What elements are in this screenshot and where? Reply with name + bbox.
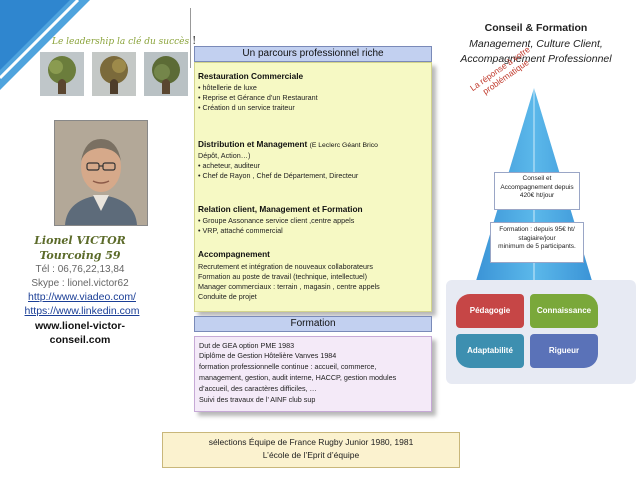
website-link[interactable]: www.lionel-victor- conseil.com bbox=[0, 319, 160, 347]
profile-name: Lionel VICTOR bbox=[34, 234, 126, 247]
rugby-line: sélections Équipe de France Rugby Junior… bbox=[208, 437, 414, 447]
section-title: Distribution et Management (E Leclerc Gé… bbox=[198, 139, 378, 149]
conseil-subtitle: Management, Culture Client, bbox=[469, 38, 603, 50]
list-item: Recrutement et intégration de nouveaux c… bbox=[198, 262, 374, 271]
divider bbox=[190, 8, 191, 68]
linkedin-link[interactable]: https://www.linkedin.com bbox=[24, 305, 140, 317]
formation-line: Suivi des travaux de l’ AINF club sup bbox=[199, 395, 316, 404]
rugby-box: sélections Équipe de France Rugby Junior… bbox=[162, 432, 460, 468]
formation-line: Diplôme de Gestion Hôtelière Vanves 1984 bbox=[199, 351, 337, 360]
corner-decoration-icon bbox=[0, 0, 90, 90]
formation-box: Dut de GEA option PME 1983 Diplôme de Ge… bbox=[194, 336, 432, 412]
list-item: • VRP, attaché commercial bbox=[198, 226, 283, 235]
tree-head-icon bbox=[40, 52, 84, 96]
parcours-header: Un parcours professionnel riche bbox=[194, 46, 432, 62]
pricing-line: Conseil et bbox=[522, 175, 552, 182]
quadrant-connaissance: Connaissance bbox=[530, 294, 598, 328]
formation-line: d’accueil, des caractères difficiles, … bbox=[199, 384, 317, 393]
list-item: Conduite de projet bbox=[198, 292, 257, 301]
list-item: Manager commerciaux : terrain , magasin … bbox=[198, 282, 380, 291]
tree-heads-images bbox=[40, 52, 190, 104]
pricing-line: Accompagnement depuis bbox=[500, 183, 574, 191]
tagline-text: Le leadership la clé du succès bbox=[52, 37, 190, 47]
formation-header: Formation bbox=[194, 316, 432, 332]
section-title: Accompagnement bbox=[198, 249, 270, 259]
section-note: (E Leclerc Géant Brico bbox=[309, 142, 378, 149]
quadrant-adaptabilite: Adaptabilité bbox=[456, 334, 524, 368]
tree-head-icon bbox=[92, 52, 136, 96]
conseil-subtitle: Accompagnement Professionnel bbox=[460, 53, 612, 65]
list-item: • Groupe Assonance service client ,centr… bbox=[198, 216, 355, 225]
quadrant-pedagogie: Pédagogie bbox=[456, 294, 524, 328]
pricing-box-formation: Formation : depuis 95€ ht/ stagiaire/jou… bbox=[490, 222, 584, 263]
list-item: Formation au poste de travail (technique… bbox=[198, 272, 367, 281]
profile-skype: Skype : lionel.victor62 bbox=[31, 278, 129, 289]
list-item: • hôtellerie de luxe bbox=[198, 83, 257, 92]
list-item: • Création d un service traiteur bbox=[198, 103, 295, 112]
pricing-line: stagiaire/jour bbox=[518, 234, 556, 242]
formation-line: Dut de GEA option PME 1983 bbox=[199, 341, 295, 350]
tree-head-icon bbox=[144, 52, 188, 96]
formation-line: formation professionnelle continue : acc… bbox=[199, 362, 377, 371]
pricing-line: 420€ ht/jour bbox=[519, 192, 555, 199]
pricing-box-conseil: Conseil et Accompagnement depuis 420€ ht… bbox=[494, 172, 580, 210]
website-line: www.lionel-victor- bbox=[34, 320, 126, 332]
profile-city: Tourcoing 59 bbox=[39, 249, 121, 262]
conseil-title: Conseil & Formation bbox=[484, 22, 588, 34]
pricing-line: Formation : depuis 95€ ht/ bbox=[499, 226, 575, 233]
website-line: conseil.com bbox=[49, 334, 111, 346]
formation-line: management, gestion, audit interne, HACC… bbox=[199, 373, 397, 382]
portrait-photo bbox=[54, 120, 148, 226]
list-item: Dépôt, Action…) bbox=[198, 151, 251, 160]
rugby-line: L’école de l’Eprit d’équipe bbox=[262, 450, 360, 460]
pricing-line: minimum de 5 participants. bbox=[498, 243, 576, 250]
section-title-text: Distribution et Management bbox=[198, 139, 308, 149]
section-title: Restauration Commerciale bbox=[198, 71, 304, 81]
quadrant-rigueur: Rigueur bbox=[530, 334, 598, 368]
list-item: • acheteur, auditeur bbox=[198, 161, 261, 170]
tagline-mark: ! bbox=[191, 34, 197, 47]
list-item: • Reprise et Gérance d’un Restaurant bbox=[198, 93, 318, 102]
tagline: Le leadership la clé du succès ! bbox=[52, 34, 196, 47]
section-title: Relation client, Management et Formation bbox=[198, 204, 363, 214]
profile-phone: Tél : 06,76,22,13,84 bbox=[35, 264, 125, 275]
parcours-box: Restauration Commerciale • hôtellerie de… bbox=[194, 62, 432, 312]
viadeo-link[interactable]: http://www.viadeo.com/ bbox=[28, 291, 136, 303]
list-item: • Chef de Rayon , Chef de Département, D… bbox=[198, 171, 359, 180]
